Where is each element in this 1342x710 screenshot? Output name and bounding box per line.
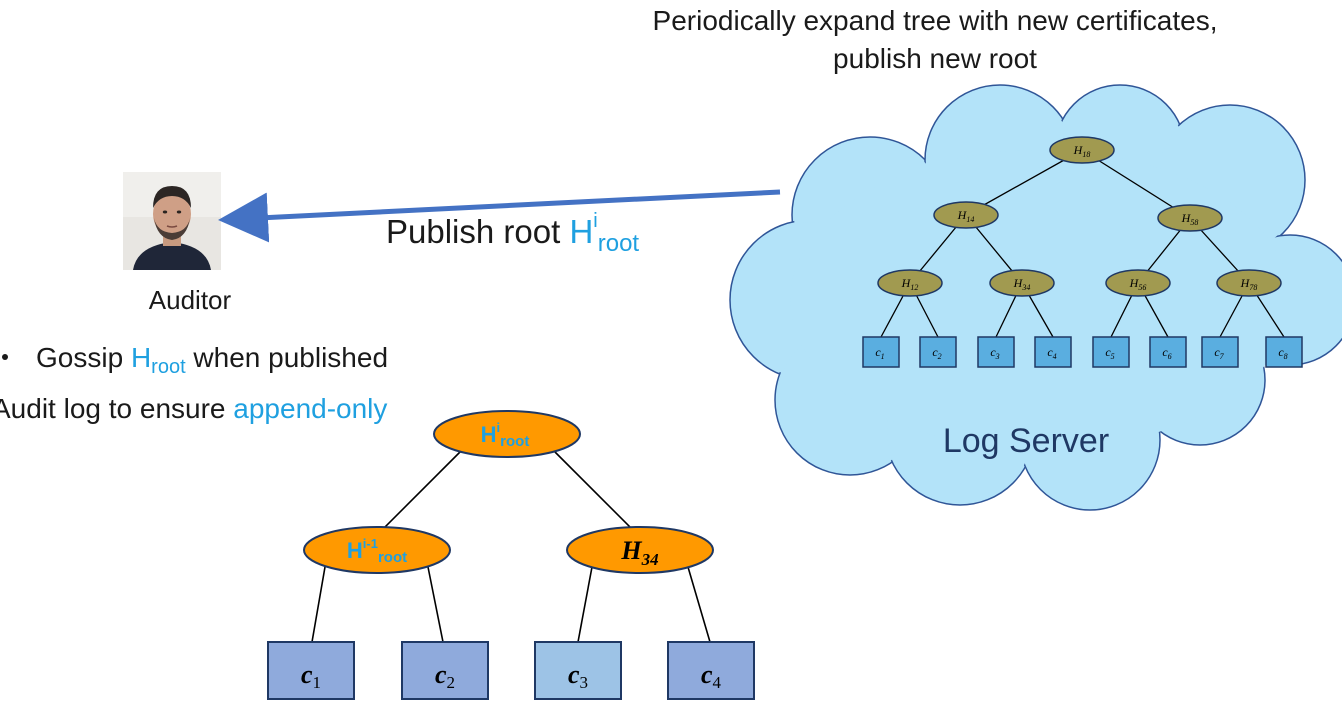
- log-leaf-label: c2: [932, 345, 941, 361]
- proof-tree-edges: [311, 451, 711, 643]
- log-node-label: H14: [957, 208, 975, 224]
- proof-leaf-shapes: [267, 641, 755, 700]
- auditor-label: Auditor: [148, 285, 232, 315]
- log-leaf-label: c8: [1278, 345, 1287, 361]
- caption: Periodically expand tree with new certif…: [560, 2, 1310, 78]
- publish-sub: root: [597, 230, 640, 257]
- log-node-label: H56: [1129, 276, 1147, 292]
- proof-leaf-label: c1: [301, 660, 321, 692]
- log-node-label: H78: [1240, 276, 1258, 292]
- publish-root-label: Publish root Hiroot: [386, 210, 639, 258]
- proof-right-label: H34: [620, 536, 658, 569]
- log-server-label: Log Server: [943, 422, 1109, 460]
- log-leaf-label: c7: [1214, 345, 1224, 361]
- bullet-audit: Audit log to ensure append-only: [0, 388, 480, 430]
- log-leaf-label: c6: [1162, 345, 1171, 361]
- proof-root-label: Hiroot: [481, 420, 530, 450]
- log-node-label: H18: [1073, 143, 1091, 159]
- proof-leaf-label: c3: [568, 660, 588, 692]
- proof-leaf-label: c4: [701, 660, 722, 692]
- log-node-label: H58: [1181, 211, 1199, 227]
- append-only-highlight: append-only: [233, 393, 388, 424]
- proof-leaf-label: c2: [435, 660, 455, 692]
- log-tree-node-shapes: [877, 136, 1282, 297]
- proof-left-node: Hi-1root: [303, 526, 451, 574]
- log-node-label: H12: [901, 276, 919, 292]
- bullet-gossip-prefix: Gossip: [36, 342, 131, 373]
- proof-left-label: Hi-1root: [347, 536, 407, 566]
- publish-h: H: [569, 213, 594, 250]
- log-leaf-label: c5: [1105, 345, 1114, 361]
- h-symbol: H: [130, 342, 152, 373]
- auditor-duties-list: Gossip Hroot when published Audit log to…: [0, 337, 480, 430]
- bullet-gossip-suffix: when published: [185, 342, 389, 373]
- publish-arrow: [218, 189, 781, 243]
- publish-text: Publish root: [386, 213, 570, 250]
- caption-line-2: publish new root: [833, 43, 1037, 74]
- bullet-gossip: Gossip Hroot when published: [0, 337, 480, 388]
- auditor-avatar: [123, 172, 221, 270]
- log-leaf-label: c3: [990, 345, 999, 361]
- log-leaf-label: c4: [1047, 345, 1056, 361]
- log-node-label: H34: [1013, 276, 1031, 292]
- log-leaf-label: c1: [875, 345, 884, 361]
- proof-right-node: H34: [566, 526, 714, 574]
- caption-line-1: Periodically expand tree with new certif…: [652, 5, 1218, 36]
- h-subscript: root: [151, 356, 186, 378]
- bullet-dot: [2, 354, 8, 360]
- publish-sup: i: [593, 210, 598, 232]
- bullet-audit-prefix: Audit log to ensure: [0, 393, 234, 424]
- log-tree-leaf-shapes: [862, 336, 1303, 368]
- proof-root-node: Hiroot: [433, 410, 581, 458]
